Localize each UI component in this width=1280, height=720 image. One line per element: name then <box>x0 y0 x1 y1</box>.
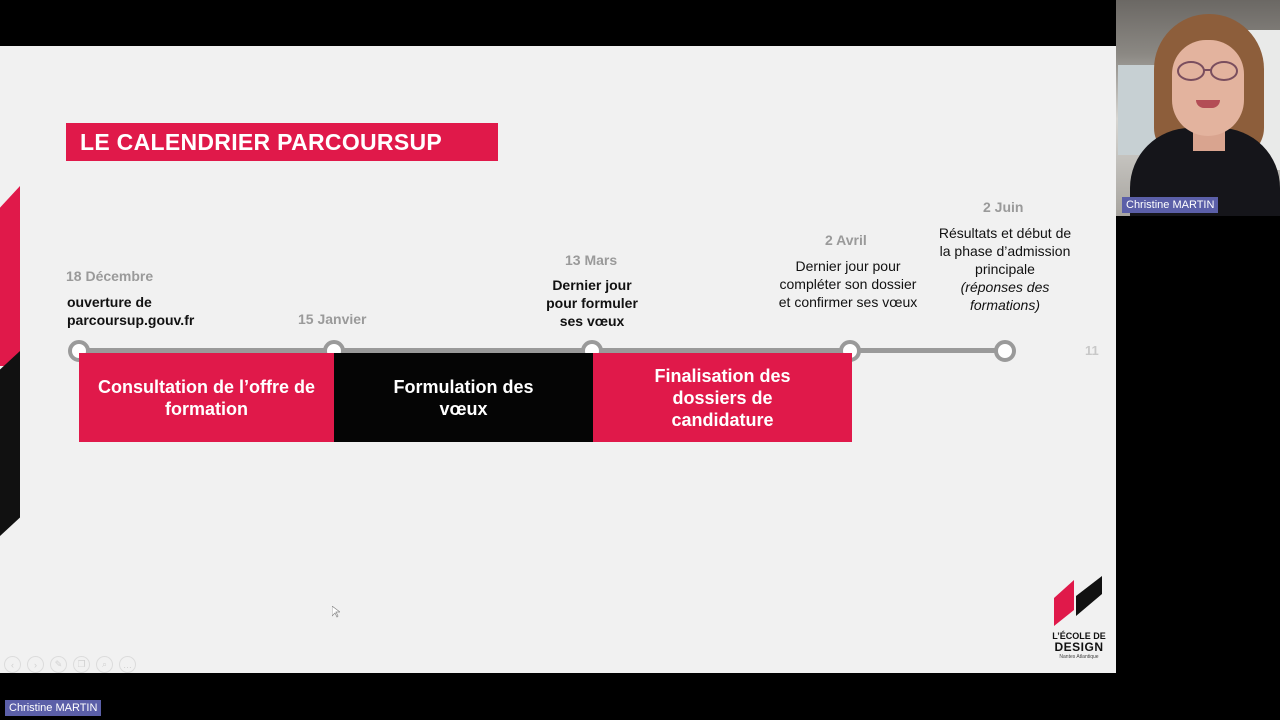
mouse-cursor-icon <box>332 606 340 618</box>
next-icon[interactable]: › <box>27 656 44 673</box>
ecole-de-design-logo: L’ÉCOLE DE DESIGN Nantes Atlantique <box>1050 576 1108 661</box>
milestone-date-1: 18 Décembre <box>66 268 154 284</box>
milestone-description-3: Dernier jour pour formuler ses vœux <box>546 277 638 329</box>
timeline-line <box>78 348 1005 353</box>
decorative-black-shape <box>0 351 20 536</box>
more-icon[interactable]: … <box>119 656 136 673</box>
participant-video: Christine MARTIN <box>1116 0 1280 216</box>
presenter-toolbar: ‹ › ✎ ❐ ⌕ … <box>4 656 136 673</box>
slide-title: LE CALENDRIER PARCOURSUP <box>66 123 498 161</box>
logo-mark-icon <box>1054 576 1102 626</box>
milestone-description-5: Résultats et début de la phase d’admissi… <box>935 224 1075 314</box>
milestone-date-3: 13 Mars <box>565 252 618 268</box>
phase-formulation: Formulation des vœux <box>334 353 593 442</box>
previous-icon[interactable]: ‹ <box>4 656 21 673</box>
copy-icon[interactable]: ❐ <box>73 656 90 673</box>
presenter-name-tag: Christine MARTIN <box>5 700 102 716</box>
timeline-node-5 <box>994 340 1016 362</box>
milestone-description-5-italic: (réponses des formations) <box>960 279 1050 313</box>
milestone-description-1: ouverture de parcoursup.gouv.fr <box>67 294 195 328</box>
phase-finalisation: Finalisation des dossiers de candidature <box>593 353 852 442</box>
glasses-icon <box>1177 61 1238 81</box>
milestone-date-5: 2 Juin <box>983 199 1024 215</box>
milestone-date-2: 15 Janvier <box>298 311 367 327</box>
milestone-date-4: 2 Avril <box>825 232 867 248</box>
phase-consultation: Consultation de l’offre de formation <box>79 353 334 442</box>
milestone-description-4: Dernier jour pour compléter son dossier … <box>778 258 918 310</box>
video-name-tag: Christine MARTIN <box>1122 197 1219 213</box>
decorative-red-shape <box>0 186 20 366</box>
slide-page-number: 11 <box>1085 343 1099 358</box>
presentation-slide: LE CALENDRIER PARCOURSUP 18 Décembre 15 … <box>0 46 1116 673</box>
pen-icon[interactable]: ✎ <box>50 656 67 673</box>
zoom-icon[interactable]: ⌕ <box>96 656 113 673</box>
